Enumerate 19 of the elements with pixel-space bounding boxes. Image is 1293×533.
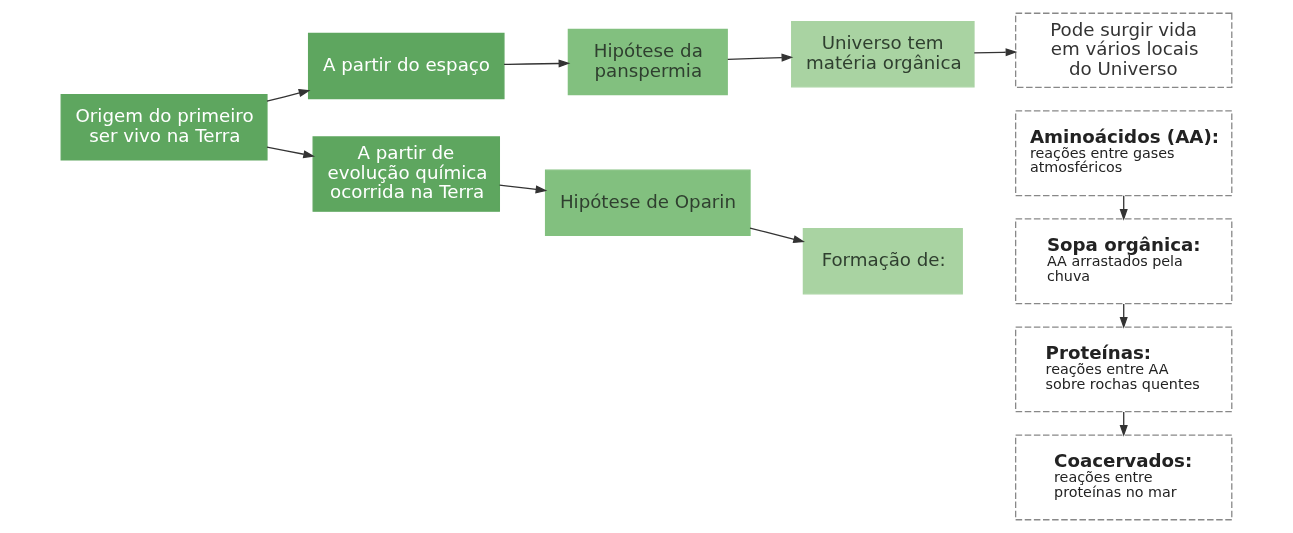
node-box: Formação de: xyxy=(802,228,963,295)
arrow xyxy=(266,89,311,102)
node-box: A partir de evolução química ocorrida na Terra xyxy=(312,136,500,212)
node-box: Pode surgir vida em vários locais do Universo xyxy=(1015,12,1233,89)
node-box: Origem do primeiro ser vivo na Terra xyxy=(60,93,268,161)
node-box: Universo tem matéria orgânica xyxy=(791,21,975,88)
node-box: Hipótese da panspermia xyxy=(567,28,728,96)
node-box: Hipótese de Oparin xyxy=(544,169,751,236)
arrow xyxy=(973,48,1018,57)
node-box: Proteínas: reações entre AA sobre rochas quentes xyxy=(1015,326,1233,413)
arrow xyxy=(503,59,571,68)
node-box: Sopa orgânica: AA arrastados pela chuva xyxy=(1015,218,1233,305)
node-box: Aminoácidos (AA): reações entre gases atmosféricos xyxy=(1015,110,1233,197)
arrow xyxy=(266,146,316,159)
arrow xyxy=(727,53,794,62)
arrow xyxy=(749,227,805,244)
node-box: Coacervados: reações entre proteínas no mar xyxy=(1015,434,1233,521)
node-box: A partir do espaço xyxy=(307,32,505,100)
arrow xyxy=(498,184,548,194)
